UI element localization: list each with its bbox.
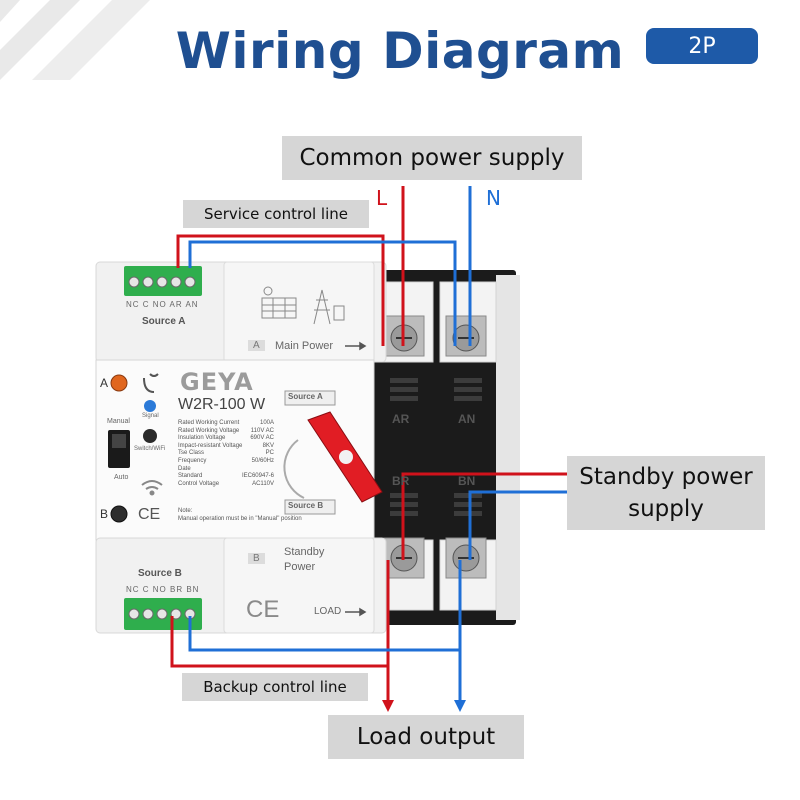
switch-wifi-button — [143, 429, 157, 443]
switch-source-b-plate — [284, 499, 336, 515]
neutral-letter: N — [486, 186, 501, 210]
standby-power-supply-label: Standby power supply — [567, 456, 765, 530]
rotation-arrow-icon — [283, 439, 305, 499]
switch-source-a-plate — [284, 390, 336, 406]
pole-badge: 2P — [646, 28, 758, 64]
indicator-b-led — [110, 505, 128, 523]
terminal-bn-label: BN — [458, 474, 476, 488]
live-letter: L — [376, 186, 388, 210]
phone-signal-icon — [143, 373, 159, 393]
common-power-supply-label: Common power supply — [282, 136, 582, 180]
note-text: Manual operation must be in "Manual" pos… — [178, 516, 302, 522]
main-power-letter: A — [248, 340, 265, 351]
page-title: Wiring Diagram — [175, 22, 625, 80]
indicator-a-led — [110, 374, 128, 392]
note-label: Note: — [178, 508, 193, 514]
switch-source-b-label: Source B — [288, 501, 324, 510]
load-label: LOAD — [314, 606, 342, 617]
solar-panel-icon — [261, 286, 297, 319]
model-name: W2R-100 W — [178, 396, 266, 413]
load-live-arrow-icon — [382, 700, 394, 712]
source-b-terminal-labels: NC C NO BR BN — [126, 585, 200, 594]
transmission-tower-icon — [313, 289, 345, 325]
terminal-br-label: BR — [392, 474, 410, 488]
wifi-icon — [141, 480, 163, 496]
corner-stripes — [0, 0, 150, 80]
load-neutral-arrow-icon — [454, 700, 466, 712]
switch-wifi-label: Switch/WiFi — [134, 446, 166, 452]
neutral-wires — [188, 186, 568, 702]
signal-label: Signal — [142, 413, 159, 419]
manual-label: Manual — [107, 418, 130, 425]
source-a-terminal-labels: NC C NO AR AN — [126, 300, 199, 309]
ce-mark-lower: CE — [246, 596, 280, 623]
brand-logo: GEYA — [180, 368, 254, 396]
signal-led — [144, 400, 156, 412]
indicator-b-label: B — [100, 507, 109, 521]
main-power-label: Main Power — [275, 340, 334, 352]
red-selector-handle — [307, 411, 383, 503]
source-b-label: Source B — [138, 568, 182, 579]
terminal-screw-bn — [445, 537, 487, 579]
terminal-block-a-screws — [128, 276, 196, 288]
auto-label: Auto — [114, 474, 129, 481]
switch-source-a-label: Source A — [288, 392, 323, 401]
main-power-arrow-icon — [345, 341, 367, 351]
standby-power-label-1: Standby — [284, 546, 325, 558]
terminal-an-label: AN — [458, 412, 476, 426]
load-output-label: Load output — [328, 715, 524, 759]
terminal-screw-an — [445, 315, 487, 357]
standby-label-line-2: supply — [628, 496, 704, 522]
standby-letter: B — [248, 553, 265, 564]
standby-label-line-1: Standby power — [579, 464, 753, 490]
load-arrow-icon — [345, 607, 367, 617]
backup-control-line-label: Backup control line — [182, 673, 368, 701]
standby-power-label-2: Power — [284, 561, 316, 573]
live-wires — [170, 186, 568, 702]
source-a-label: Source A — [142, 316, 186, 327]
ce-mark: CE — [138, 506, 161, 523]
indicator-a-label: A — [100, 376, 109, 390]
contact-side-plate — [496, 275, 520, 620]
terminal-ar-label: AR — [392, 412, 410, 426]
service-control-line-label: Service control line — [183, 200, 369, 228]
spec-row: Date — [178, 465, 191, 472]
